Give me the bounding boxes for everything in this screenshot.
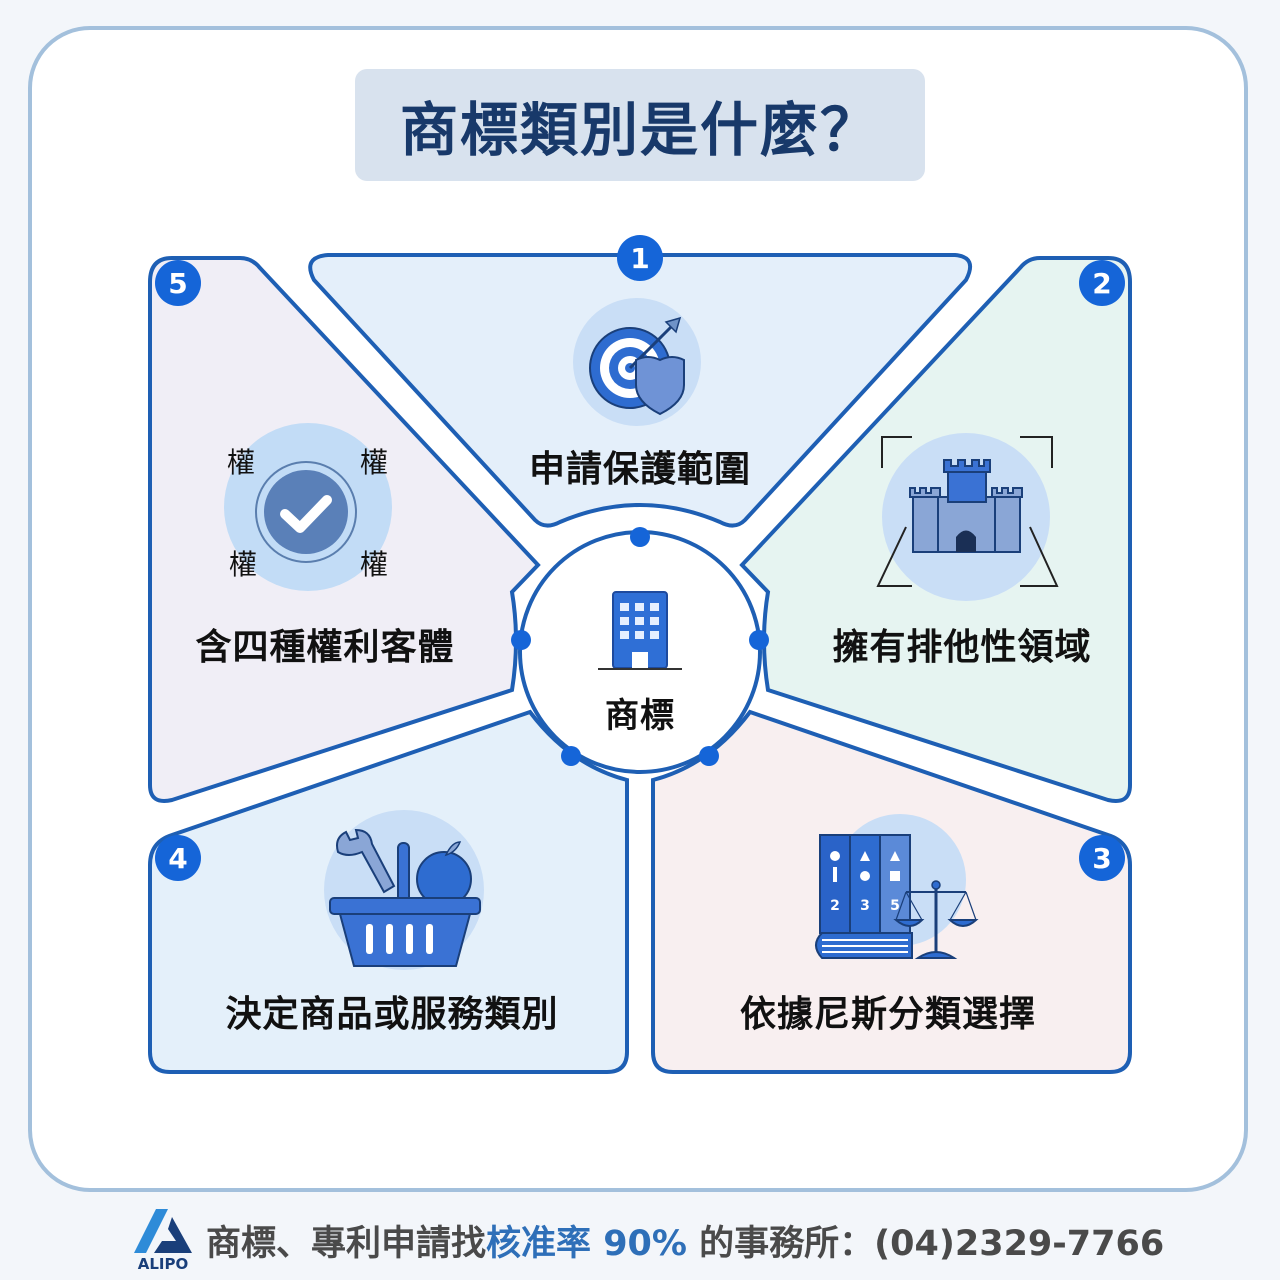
book-spine-number: 5 bbox=[890, 898, 900, 914]
section-5-badge: 5 bbox=[155, 260, 201, 306]
footer-text-phone: 的事務所：(04)2329-7766 bbox=[686, 1223, 1165, 1264]
alipo-logo: ALIPO bbox=[132, 1207, 194, 1273]
section-1-badge: 1 bbox=[617, 235, 663, 281]
logo-text: ALIPO bbox=[137, 1255, 189, 1273]
footer-text-accent: 核准率 90% bbox=[486, 1223, 687, 1264]
right-char: 權 bbox=[226, 446, 256, 479]
page-title: 商標類別是什麼？ bbox=[399, 96, 880, 164]
section-4-label: 決定商品或服務類別 bbox=[225, 994, 559, 1035]
target-shield-icon bbox=[573, 298, 701, 426]
check-cycle-icon bbox=[224, 423, 392, 591]
book-spine-number: 3 bbox=[860, 898, 870, 914]
section-2-label: 擁有排他性領域 bbox=[832, 627, 1092, 668]
section-5-label: 含四種權利客體 bbox=[195, 627, 455, 668]
book-spine-number: 2 bbox=[830, 898, 840, 914]
right-char: 權 bbox=[359, 548, 389, 581]
section-3-badge: 3 bbox=[1079, 835, 1125, 881]
footer: ALIPO 商標、專利申請找核准率 90% 的事務所：(04)2329-7766 bbox=[132, 1205, 1164, 1275]
center-label: 商標 bbox=[605, 696, 675, 736]
section-1-label: 申請保護範圍 bbox=[528, 449, 752, 490]
section-3-label: 依據尼斯分類選擇 bbox=[739, 994, 1037, 1035]
castle-territory-icon bbox=[876, 433, 1059, 601]
office-building-icon bbox=[598, 591, 682, 670]
alipo-logo-icon bbox=[134, 1209, 192, 1253]
footer-text-before: 商標、專利申請找 bbox=[206, 1223, 487, 1264]
title-banner: 商標類別是什麼？ bbox=[355, 69, 925, 181]
tool-basket-icon bbox=[324, 810, 484, 970]
section-2-badge: 2 bbox=[1079, 260, 1125, 306]
right-char: 權 bbox=[359, 446, 389, 479]
section-4-badge: 4 bbox=[155, 835, 201, 881]
books-scale-icon: 2 3 5 bbox=[815, 814, 979, 959]
footer-text: 商標、專利申請找核准率 90% 的事務所：(04)2329-7766 bbox=[206, 1215, 1164, 1266]
right-char: 權 bbox=[228, 548, 258, 581]
